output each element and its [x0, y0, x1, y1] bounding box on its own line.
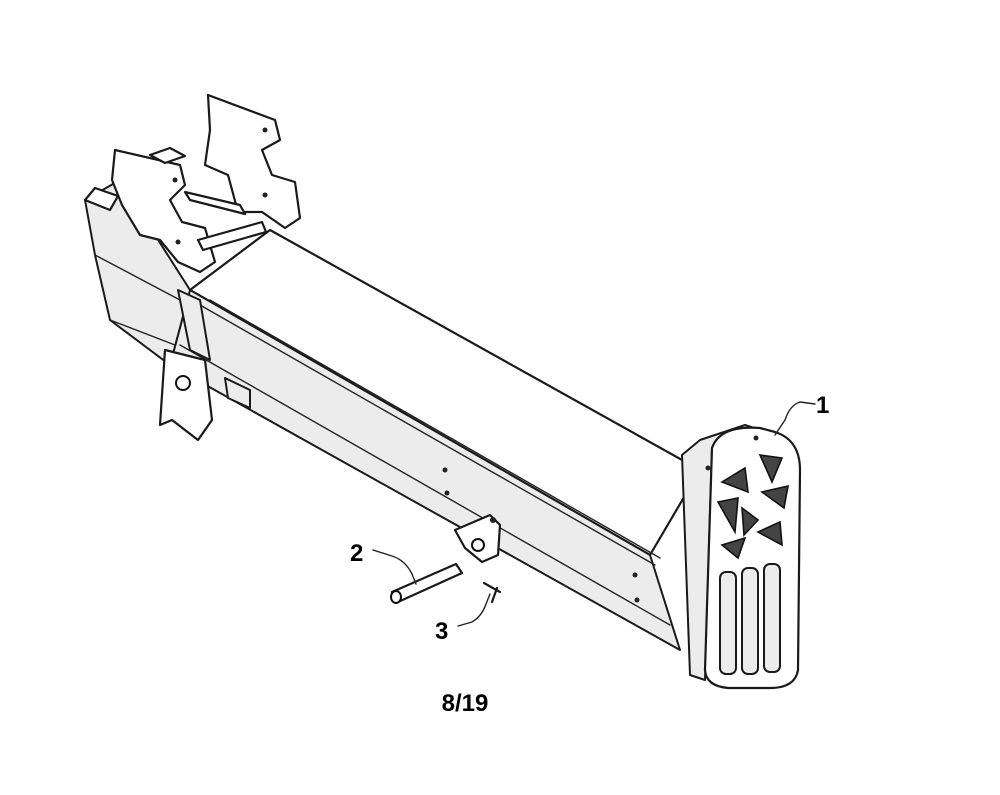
end-plate-slot	[763, 563, 781, 673]
leader-line-2	[372, 549, 417, 585]
part-3-clip	[482, 581, 502, 604]
mounting-tab	[453, 513, 502, 564]
lower-bracket	[158, 348, 214, 442]
part-1-end-plate	[681, 424, 802, 690]
beam-hole	[444, 490, 450, 496]
rear-plate	[203, 93, 302, 230]
end-plate-slot	[719, 571, 737, 675]
callout-1: 1	[816, 392, 829, 419]
callout-2: 2	[350, 540, 363, 567]
front-plate	[110, 148, 217, 274]
beam-assembly	[169, 228, 702, 651]
cross-bar	[196, 220, 268, 252]
cross-bar	[183, 190, 247, 216]
end-plate-hole	[741, 506, 760, 537]
end-plate-slot	[741, 567, 759, 675]
end-plate-hole	[720, 466, 749, 494]
end-plate-hole	[720, 536, 747, 560]
beam-hole	[634, 597, 640, 603]
end-plate-hole	[758, 454, 784, 485]
leader-line-3	[457, 593, 491, 627]
beam-hole	[632, 572, 638, 578]
leader-line-1	[774, 401, 816, 436]
end-plate-hole	[756, 520, 783, 547]
beam-hole	[442, 467, 448, 473]
rear-bracket-assembly	[83, 93, 302, 442]
end-plate-hole	[716, 497, 739, 535]
strut	[177, 289, 211, 361]
callout-3: 3	[435, 618, 448, 645]
part-2-pin	[390, 562, 464, 604]
page-number: 8/19	[441, 690, 489, 717]
leader-lines	[372, 401, 816, 627]
end-plate-hole	[760, 484, 790, 510]
